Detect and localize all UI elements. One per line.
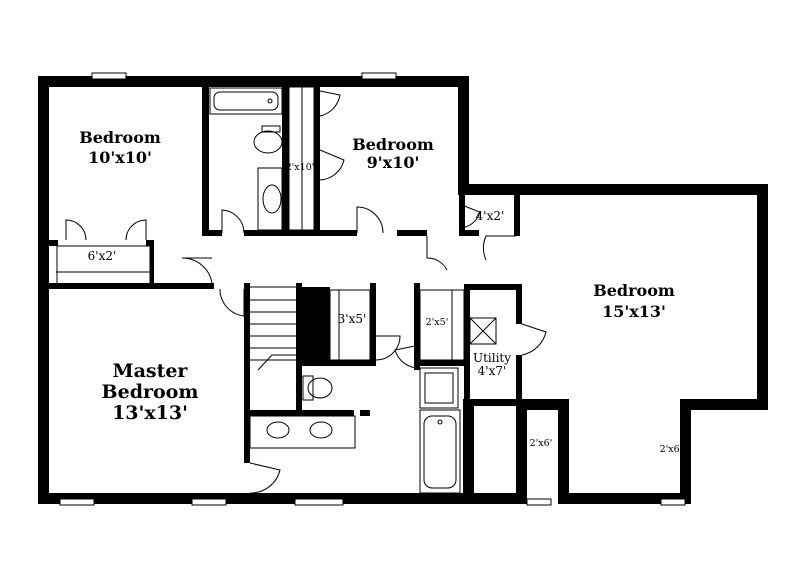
room-bedroom-3-size: 15'x13' bbox=[602, 302, 666, 321]
shower-icon bbox=[419, 367, 459, 409]
room-bedroom-3-name: Bedroom bbox=[593, 281, 675, 300]
doors bbox=[65, 90, 547, 494]
closet-4-size: 2'x5' bbox=[426, 317, 449, 328]
windows bbox=[59, 72, 686, 506]
closet-5-size: 2'x6' bbox=[530, 438, 553, 449]
room-master-name-line1: Master bbox=[113, 360, 189, 382]
room-master-name-line2: Bedroom bbox=[102, 381, 199, 403]
room-bedroom-2-name: Bedroom bbox=[352, 135, 434, 154]
interior-walls bbox=[44, 80, 522, 463]
room-utility-size: 4'x7' bbox=[478, 364, 507, 378]
fixtures bbox=[56, 86, 497, 494]
hall-closet-size: 2'x10' bbox=[286, 162, 315, 173]
closet-3-size: 3'x5' bbox=[338, 312, 367, 326]
bathtub-icon bbox=[209, 87, 283, 115]
closet-2-size: 4'x2' bbox=[476, 209, 505, 223]
room-bedroom-1-size: 10'x10' bbox=[88, 148, 152, 167]
toilet-icon bbox=[253, 130, 283, 154]
sink-icon bbox=[257, 167, 283, 231]
closet-6-size: 2'x6' bbox=[660, 444, 683, 455]
toilet-icon bbox=[307, 377, 333, 399]
vanity-icon bbox=[249, 415, 356, 449]
exterior-walls bbox=[38, 76, 768, 504]
closet-1-size: 6'x2' bbox=[88, 249, 117, 263]
water-heater-icon bbox=[469, 317, 497, 345]
bathtub-icon bbox=[419, 409, 461, 494]
room-bedroom-1-name: Bedroom bbox=[79, 128, 161, 147]
room-bedroom-2-size: 9'x10' bbox=[367, 153, 420, 172]
room-utility-name: Utility bbox=[473, 351, 511, 365]
room-master-size: 13'x13' bbox=[112, 402, 188, 424]
